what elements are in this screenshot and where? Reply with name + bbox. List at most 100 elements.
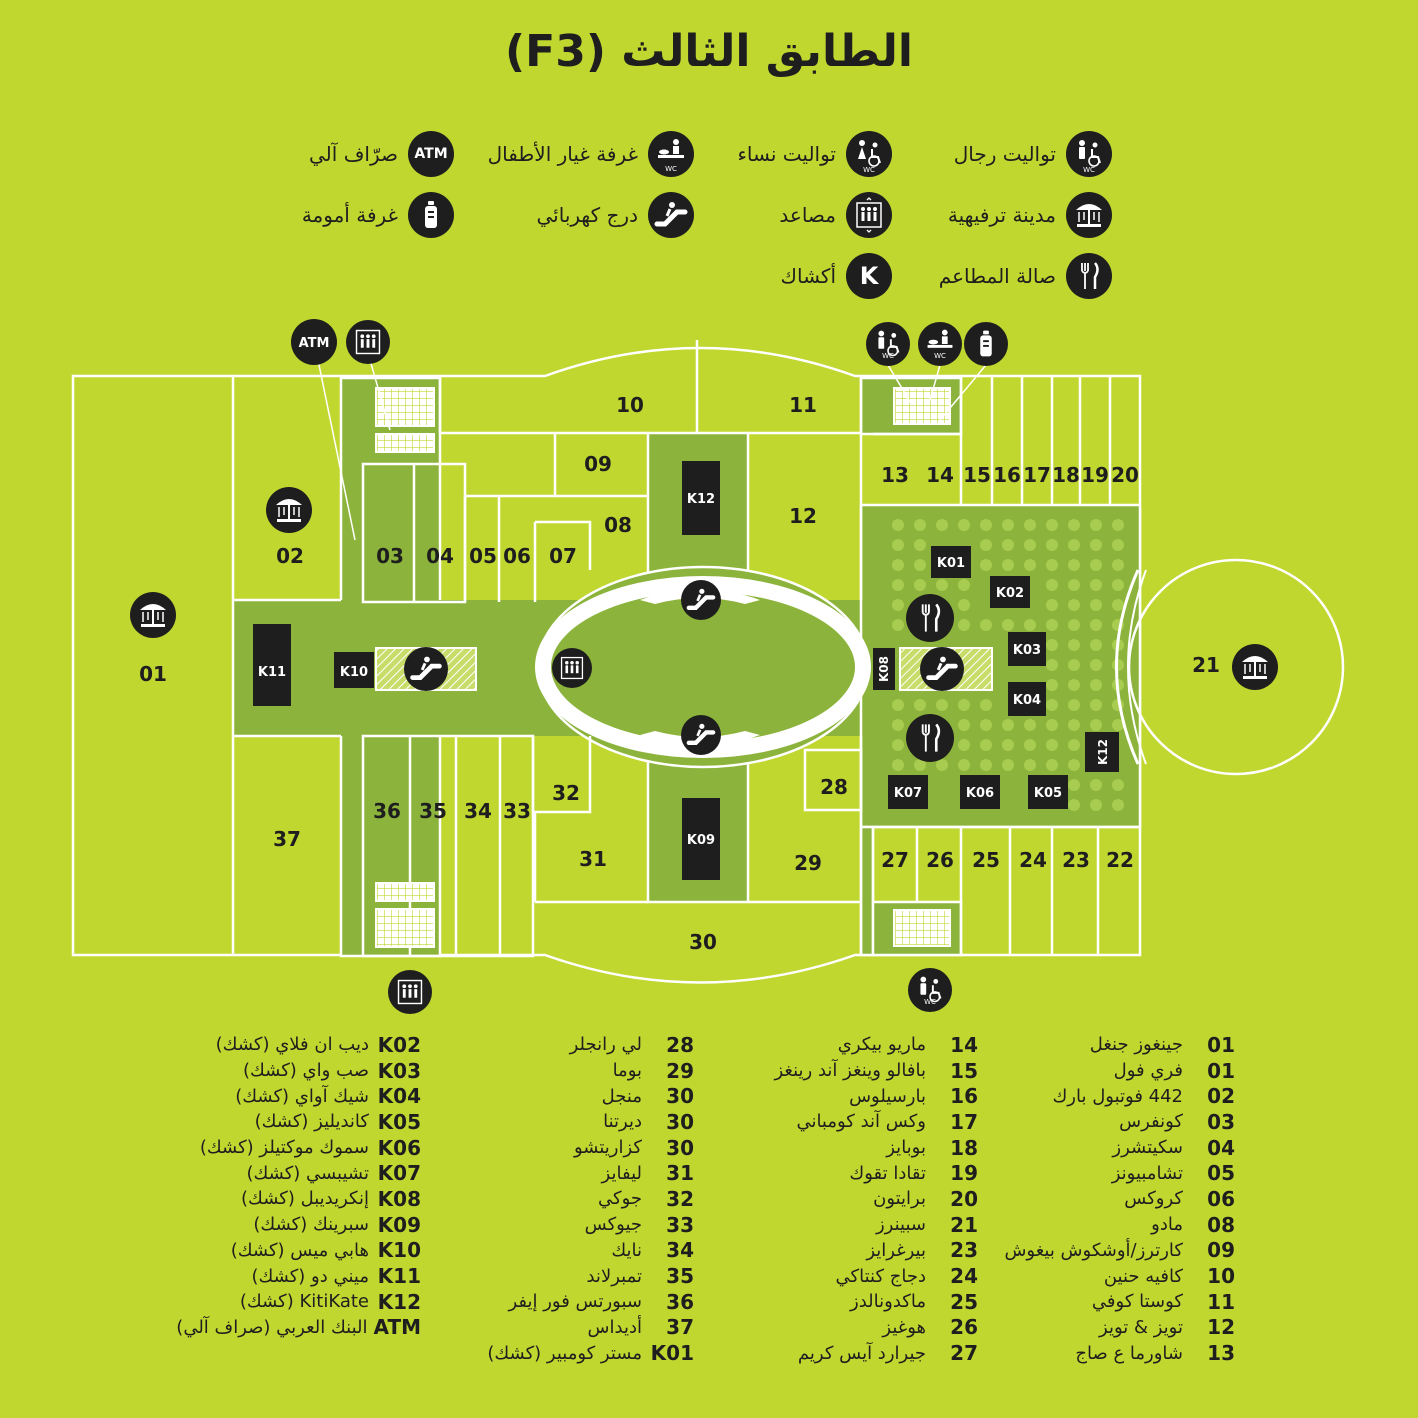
nursing-room-icon xyxy=(408,192,454,238)
seating-dot xyxy=(1112,559,1124,571)
unit-label: 05 xyxy=(469,544,497,568)
escalator-icon xyxy=(920,647,964,691)
unit-label: 36 xyxy=(373,799,401,823)
legend-nursing-room: غرفة أمومة xyxy=(302,191,454,239)
seating-dot xyxy=(1002,619,1014,631)
unit-label: 35 xyxy=(419,799,447,823)
directory-name: جوكي xyxy=(598,1188,642,1210)
directory-name: برايتون xyxy=(873,1188,926,1210)
directory-code: 33 xyxy=(666,1212,694,1237)
seating-dot xyxy=(1090,539,1102,551)
seating-dot xyxy=(914,759,926,771)
amusement-park-icon xyxy=(130,592,176,638)
seating-dot xyxy=(1112,539,1124,551)
seating-dot xyxy=(1068,779,1080,791)
seating-dot xyxy=(1046,599,1058,611)
legend-label: تواليت رجال xyxy=(953,142,1056,166)
seating-dot xyxy=(1068,619,1080,631)
directory-code: K05 xyxy=(377,1109,421,1134)
seating-dot xyxy=(892,579,904,591)
seating-dot xyxy=(1002,719,1014,731)
kiosk-label: K04 xyxy=(1013,693,1041,708)
directory-code: 32 xyxy=(666,1186,694,1211)
seating-dot xyxy=(1024,619,1036,631)
legend-kiosk: K أكشاك xyxy=(781,252,892,300)
escalator-icon xyxy=(404,647,448,691)
seating-dot xyxy=(1090,579,1102,591)
kiosk-label: K01 xyxy=(937,556,965,571)
directory-code: 19 xyxy=(950,1161,978,1186)
seating-dot xyxy=(1068,759,1080,771)
unit-label: 11 xyxy=(789,393,817,417)
directory-code: 26 xyxy=(950,1315,978,1340)
directory-name: بافالو وينغز آند رينغز xyxy=(774,1060,927,1082)
legend-label: صرّاف آلي xyxy=(309,142,398,166)
directory-name: تمبرلاند xyxy=(586,1265,642,1287)
directory-code: 10 xyxy=(1207,1264,1235,1289)
directory-name: تشامبيونز xyxy=(1111,1162,1183,1184)
unit-label: 04 xyxy=(426,544,454,568)
unit-label: 26 xyxy=(926,848,954,872)
seating-dot xyxy=(980,539,992,551)
unit-label: 29 xyxy=(794,851,822,875)
seating-dot xyxy=(936,699,948,711)
unit-label: 23 xyxy=(1062,848,1090,872)
seating-dot xyxy=(1090,719,1102,731)
seating-dot xyxy=(958,619,970,631)
seating-dot xyxy=(1112,519,1124,531)
elevator-icon xyxy=(552,648,592,688)
directory-code: 29 xyxy=(666,1058,694,1083)
directory-name: شيك آواي (كشك) xyxy=(235,1085,369,1107)
seating-dot xyxy=(892,759,904,771)
escalator-icon xyxy=(648,192,694,238)
unit-label: 32 xyxy=(552,781,580,805)
directory-code: 35 xyxy=(666,1264,694,1289)
seating-dot xyxy=(980,559,992,571)
seating-dot xyxy=(1024,519,1036,531)
directory-code: 23 xyxy=(950,1238,978,1263)
seating-dot xyxy=(892,739,904,751)
seating-dot xyxy=(1046,739,1058,751)
kiosk-label: K09 xyxy=(687,833,715,848)
directory-name: سبرينك (كشك) xyxy=(253,1214,369,1236)
directory-name: لي رانجلر xyxy=(569,1034,642,1056)
legend-label: درج كهربائي xyxy=(536,203,638,227)
svg-text:WC: WC xyxy=(1083,166,1095,174)
seating-dot xyxy=(1046,619,1058,631)
directory-name: كافيه حنين xyxy=(1103,1265,1183,1287)
seating-dot xyxy=(1068,519,1080,531)
seating-dot xyxy=(1002,539,1014,551)
seating-dot xyxy=(892,519,904,531)
seating-dot xyxy=(958,579,970,591)
directory-code: 20 xyxy=(950,1186,978,1211)
seating-dot xyxy=(1068,719,1080,731)
seating-dot xyxy=(1068,799,1080,811)
directory-name: هابي ميس (كشك) xyxy=(230,1239,369,1261)
directory-code: 25 xyxy=(950,1289,978,1314)
seating-dot xyxy=(914,579,926,591)
unit-label: 16 xyxy=(993,463,1021,487)
seating-dot xyxy=(914,519,926,531)
seating-dot xyxy=(1068,659,1080,671)
directory-name: جينغوز جنغل xyxy=(1089,1034,1183,1056)
directory-code: 21 xyxy=(950,1212,978,1237)
seating-dot xyxy=(1068,599,1080,611)
directory-code: 30 xyxy=(666,1084,694,1109)
directory-entry: 20 برايتون xyxy=(775,1186,978,1212)
unit-label: 15 xyxy=(963,463,991,487)
